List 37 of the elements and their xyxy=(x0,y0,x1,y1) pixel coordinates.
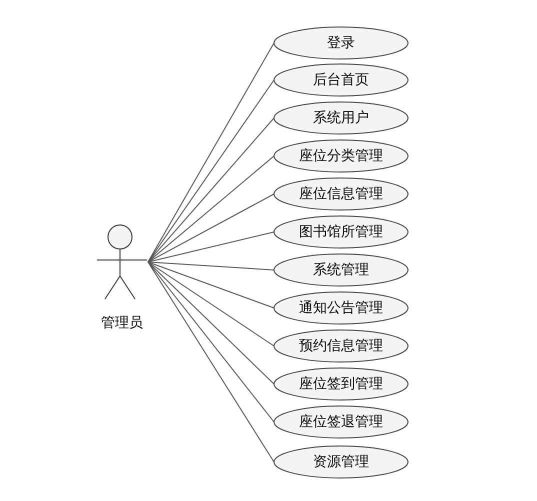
association-line xyxy=(148,42,274,262)
association-line xyxy=(148,232,274,262)
use-case-label: 座位信息管理 xyxy=(298,185,384,204)
use-case-label: 座位签退管理 xyxy=(298,413,384,432)
association-line xyxy=(148,262,274,422)
use-case-ellipse xyxy=(273,253,409,287)
association-line xyxy=(148,118,274,262)
association-line xyxy=(148,262,274,270)
actor-label: 管理员 xyxy=(100,314,144,332)
use-case-label: 系统用户 xyxy=(312,109,370,128)
use-case-ellipse xyxy=(273,26,409,60)
association-line xyxy=(148,156,274,262)
use-case-ellipse xyxy=(273,63,409,97)
use-case-ellipse xyxy=(273,367,409,401)
use-case-label: 系统管理 xyxy=(312,261,370,280)
use-case-label: 通知公告管理 xyxy=(298,299,384,318)
use-case-ellipse xyxy=(273,329,409,363)
use-case-label: 图书馆所管理 xyxy=(298,223,384,242)
use-case-label: 座位分类管理 xyxy=(298,147,384,166)
association-line xyxy=(148,262,274,308)
association-line xyxy=(148,262,274,462)
use-case-label: 资源管理 xyxy=(312,453,370,472)
use-case-ellipse xyxy=(273,177,409,211)
association-line xyxy=(148,194,274,262)
use-case-label: 座位签到管理 xyxy=(298,375,384,394)
association-line xyxy=(148,262,274,346)
use-case-ellipse xyxy=(273,139,409,173)
use-case-label: 后台首页 xyxy=(312,71,370,90)
use-case-label: 预约信息管理 xyxy=(298,337,384,356)
use-case-ellipse xyxy=(273,215,409,249)
association-line xyxy=(148,262,274,384)
use-case-ellipse xyxy=(273,291,409,325)
use-case-label: 登录 xyxy=(326,34,356,53)
association-line xyxy=(148,80,274,262)
use-case-ellipse xyxy=(273,405,409,439)
use-case-ellipse xyxy=(273,101,409,135)
use-case-ellipse xyxy=(273,445,409,479)
